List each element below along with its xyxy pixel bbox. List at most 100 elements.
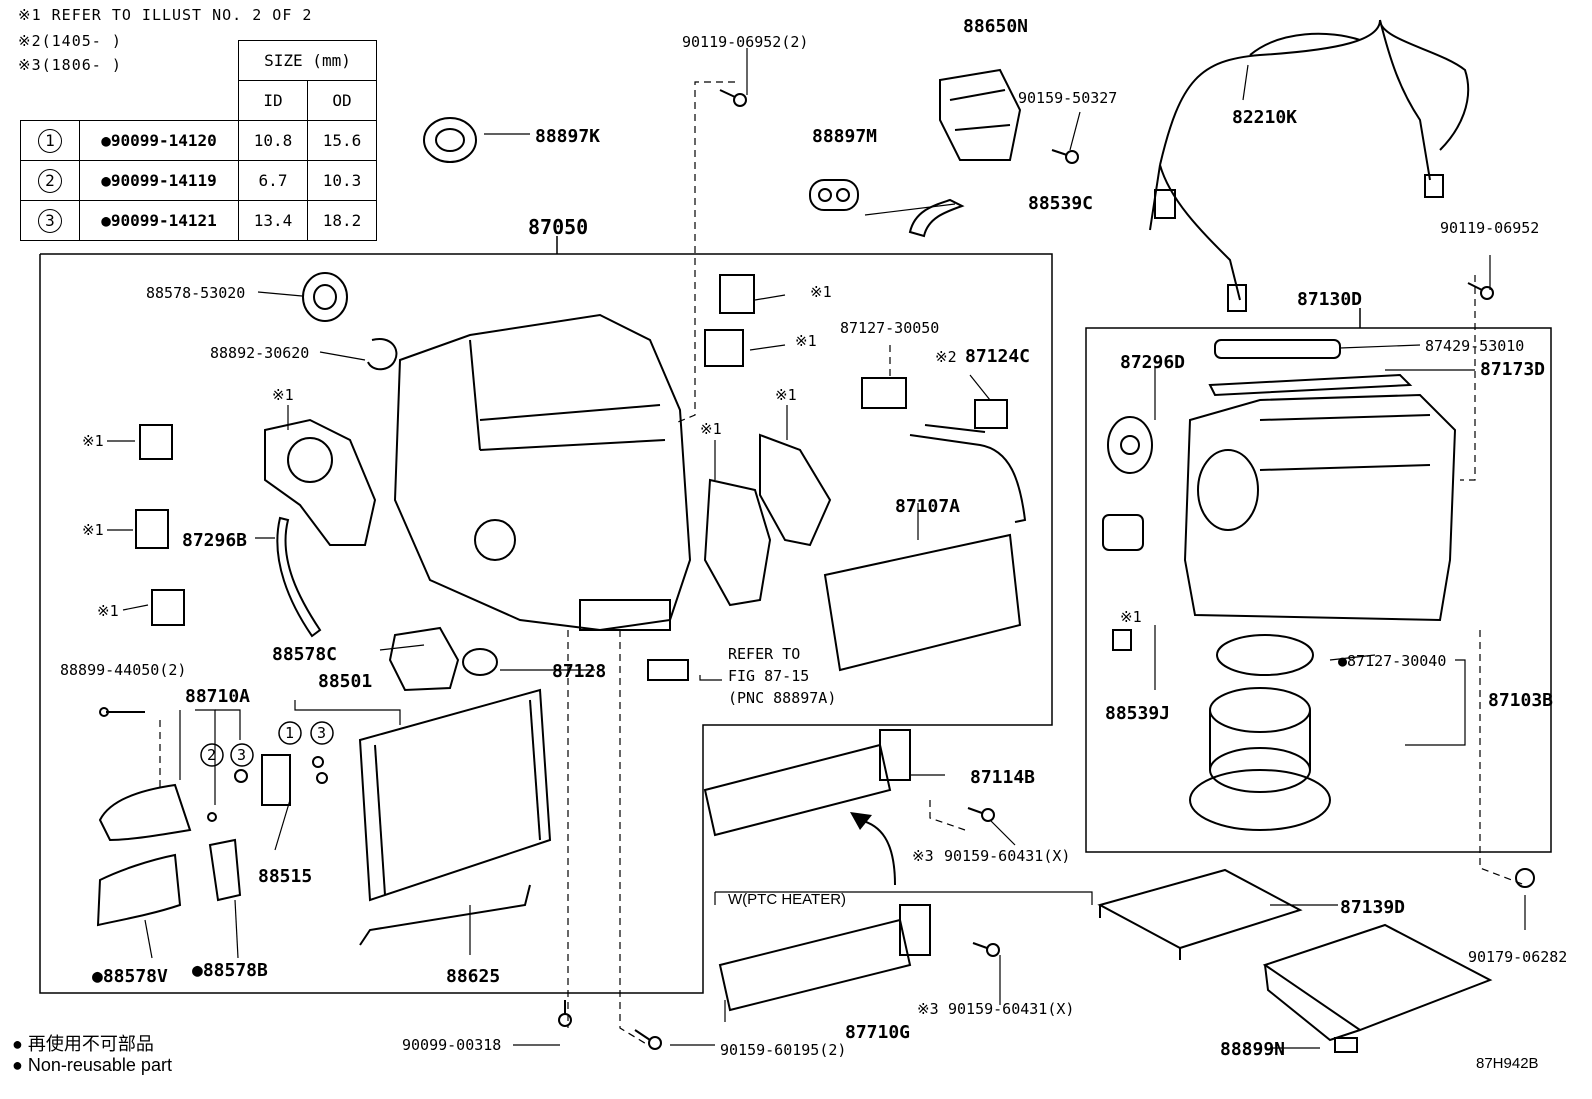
label-x3-a: ※3 — [912, 847, 934, 865]
label-87130d: 87130D — [1297, 289, 1362, 310]
wire-harness-82210k — [1149, 19, 1470, 301]
duct-87296b — [276, 516, 322, 638]
blower-motor-87103b — [1189, 687, 1331, 831]
filter-tray-88899n — [1262, 923, 1493, 1053]
label-87710g: 87710G — [845, 1022, 910, 1043]
gasket-87127-30040 — [1216, 634, 1314, 676]
label-90179-06282: 90179-06282 — [1468, 948, 1567, 966]
marker-x1: ※1 — [272, 386, 294, 404]
label-ptc-heater: W(PTC HEATER) — [728, 891, 846, 908]
sensor-88625 — [359, 884, 531, 946]
label-88650n: 88650N — [963, 16, 1028, 37]
table-row: 3 ●90099-14121 13.4 18.2 — [20, 200, 377, 241]
evaporator-88501 — [358, 688, 552, 902]
note-1806: ※3(1806- ) — [18, 56, 122, 74]
o-ring-icon — [207, 756, 328, 822]
size-table: SIZE (mm) ID OD 1 ●90099-14120 10.8 15.6… — [20, 40, 377, 241]
label-90099-00318: 90099-00318 — [402, 1036, 501, 1054]
circle-number-2: 2 — [207, 746, 216, 764]
col-od: OD — [307, 80, 377, 121]
label-90119-06952-2: 90119-06952(2) — [682, 33, 808, 51]
label-88578v: ●88578V — [92, 966, 168, 987]
label-87127-30050: 87127-30050 — [840, 319, 939, 337]
pad-87124c — [974, 399, 1008, 429]
label-87124c: 87124C — [965, 346, 1030, 367]
marker-x1: ※1 — [82, 521, 104, 539]
assembly-box-87130d — [1085, 327, 1552, 853]
legend-non-reusable: ● Non-reusable part — [12, 1055, 172, 1075]
hose-88539c — [908, 198, 965, 238]
gasket-88578-53020 — [302, 272, 348, 322]
legend-japanese: ● 再使用不可部品 — [12, 1034, 154, 1054]
part-number: ●90099-14121 — [79, 200, 239, 241]
gasket-87173d — [1208, 373, 1413, 397]
od-value: 18.2 — [307, 200, 377, 241]
circle-number-1: 1 — [285, 724, 294, 742]
label-87296d: 87296D — [1120, 352, 1185, 373]
screw-icon — [99, 89, 1535, 1050]
plug-88539j — [1112, 629, 1132, 651]
assembly-box-87050 — [39, 253, 1053, 994]
label-pnc-88897a: (PNC 88897A) — [728, 689, 836, 707]
connector-88897a — [647, 659, 689, 681]
block-88515 — [261, 754, 291, 806]
label-87127-30040: ●87127-30040 — [1338, 652, 1446, 670]
part-number: ●90099-14120 — [79, 120, 239, 161]
circle-number-3: 3 — [237, 746, 246, 764]
label-88899n: 88899N — [1220, 1039, 1285, 1060]
table-row: 2 ●90099-14119 6.7 10.3 — [20, 160, 377, 201]
pad-88578c — [388, 626, 460, 692]
marker-x1: ※1 — [810, 283, 832, 301]
note-1405: ※2(1405- ) — [18, 32, 122, 50]
marker-x1: ※1 — [775, 386, 797, 404]
label-88539j: 88539J — [1105, 703, 1170, 724]
circle-number: 1 — [38, 128, 62, 153]
table-row: 1 ●90099-14120 10.8 15.6 — [20, 120, 377, 161]
label-87173d: 87173D — [1480, 359, 1545, 380]
linkage-assembly — [264, 418, 832, 607]
grommet-88897m — [809, 179, 859, 211]
circle-number-3: 3 — [317, 724, 326, 742]
heater-core-87107a — [823, 424, 1027, 672]
id-value: 10.8 — [238, 120, 308, 161]
label-fig-87-15: FIG 87-15 — [728, 667, 809, 685]
label-88897m: 88897M — [812, 126, 877, 147]
damper-87296d — [1102, 416, 1153, 551]
gasket-87128 — [462, 648, 498, 676]
label-87114b: 87114B — [970, 767, 1035, 788]
ptc-heater-87710g — [718, 904, 931, 1012]
label-90119-06952: 90119-06952 — [1440, 219, 1539, 237]
label-90159-50327: 90159-50327 — [1018, 89, 1117, 107]
label-82210k: 82210K — [1232, 107, 1297, 128]
label-90159-60195: 90159-60195(2) — [720, 1041, 846, 1059]
label-x2: ※2 — [935, 348, 957, 366]
pipe-88710a — [98, 783, 192, 842]
seal-ring-88897k — [423, 117, 477, 163]
label-87128: 87128 — [552, 661, 606, 682]
label-90159-60431-a: 90159-60431(X) — [944, 847, 1070, 865]
actuator-icon — [135, 274, 755, 626]
label-88539c: 88539C — [1028, 193, 1093, 214]
insulator-88578v — [96, 853, 182, 927]
marker-x1: ※1 — [82, 432, 104, 450]
label-88501: 88501 — [318, 671, 372, 692]
label-88578-53020: 88578-53020 — [146, 284, 245, 302]
label-87050: 87050 — [528, 215, 588, 239]
label-code: 87H942B — [1476, 1055, 1539, 1072]
label-x3-b: ※3 — [917, 1000, 939, 1018]
marker-x1: ※1 — [97, 602, 119, 620]
control-module-88650n — [939, 68, 1022, 161]
ptc-heater-87114b — [703, 729, 911, 837]
marker-x1: ※1 — [700, 420, 722, 438]
label-88578c: 88578C — [272, 644, 337, 665]
label-refer-to: REFER TO — [728, 645, 800, 663]
label-88515: 88515 — [258, 866, 312, 887]
col-id: ID — [238, 80, 308, 121]
od-value: 15.6 — [307, 120, 377, 161]
pad-87127-30050 — [861, 377, 907, 409]
circle-number: 3 — [38, 208, 62, 233]
label-87103b: 87103B — [1488, 690, 1553, 711]
note-refer-illust: ※1 REFER TO ILLUST NO. 2 OF 2 — [18, 6, 313, 24]
label-87107a: 87107A — [895, 496, 960, 517]
